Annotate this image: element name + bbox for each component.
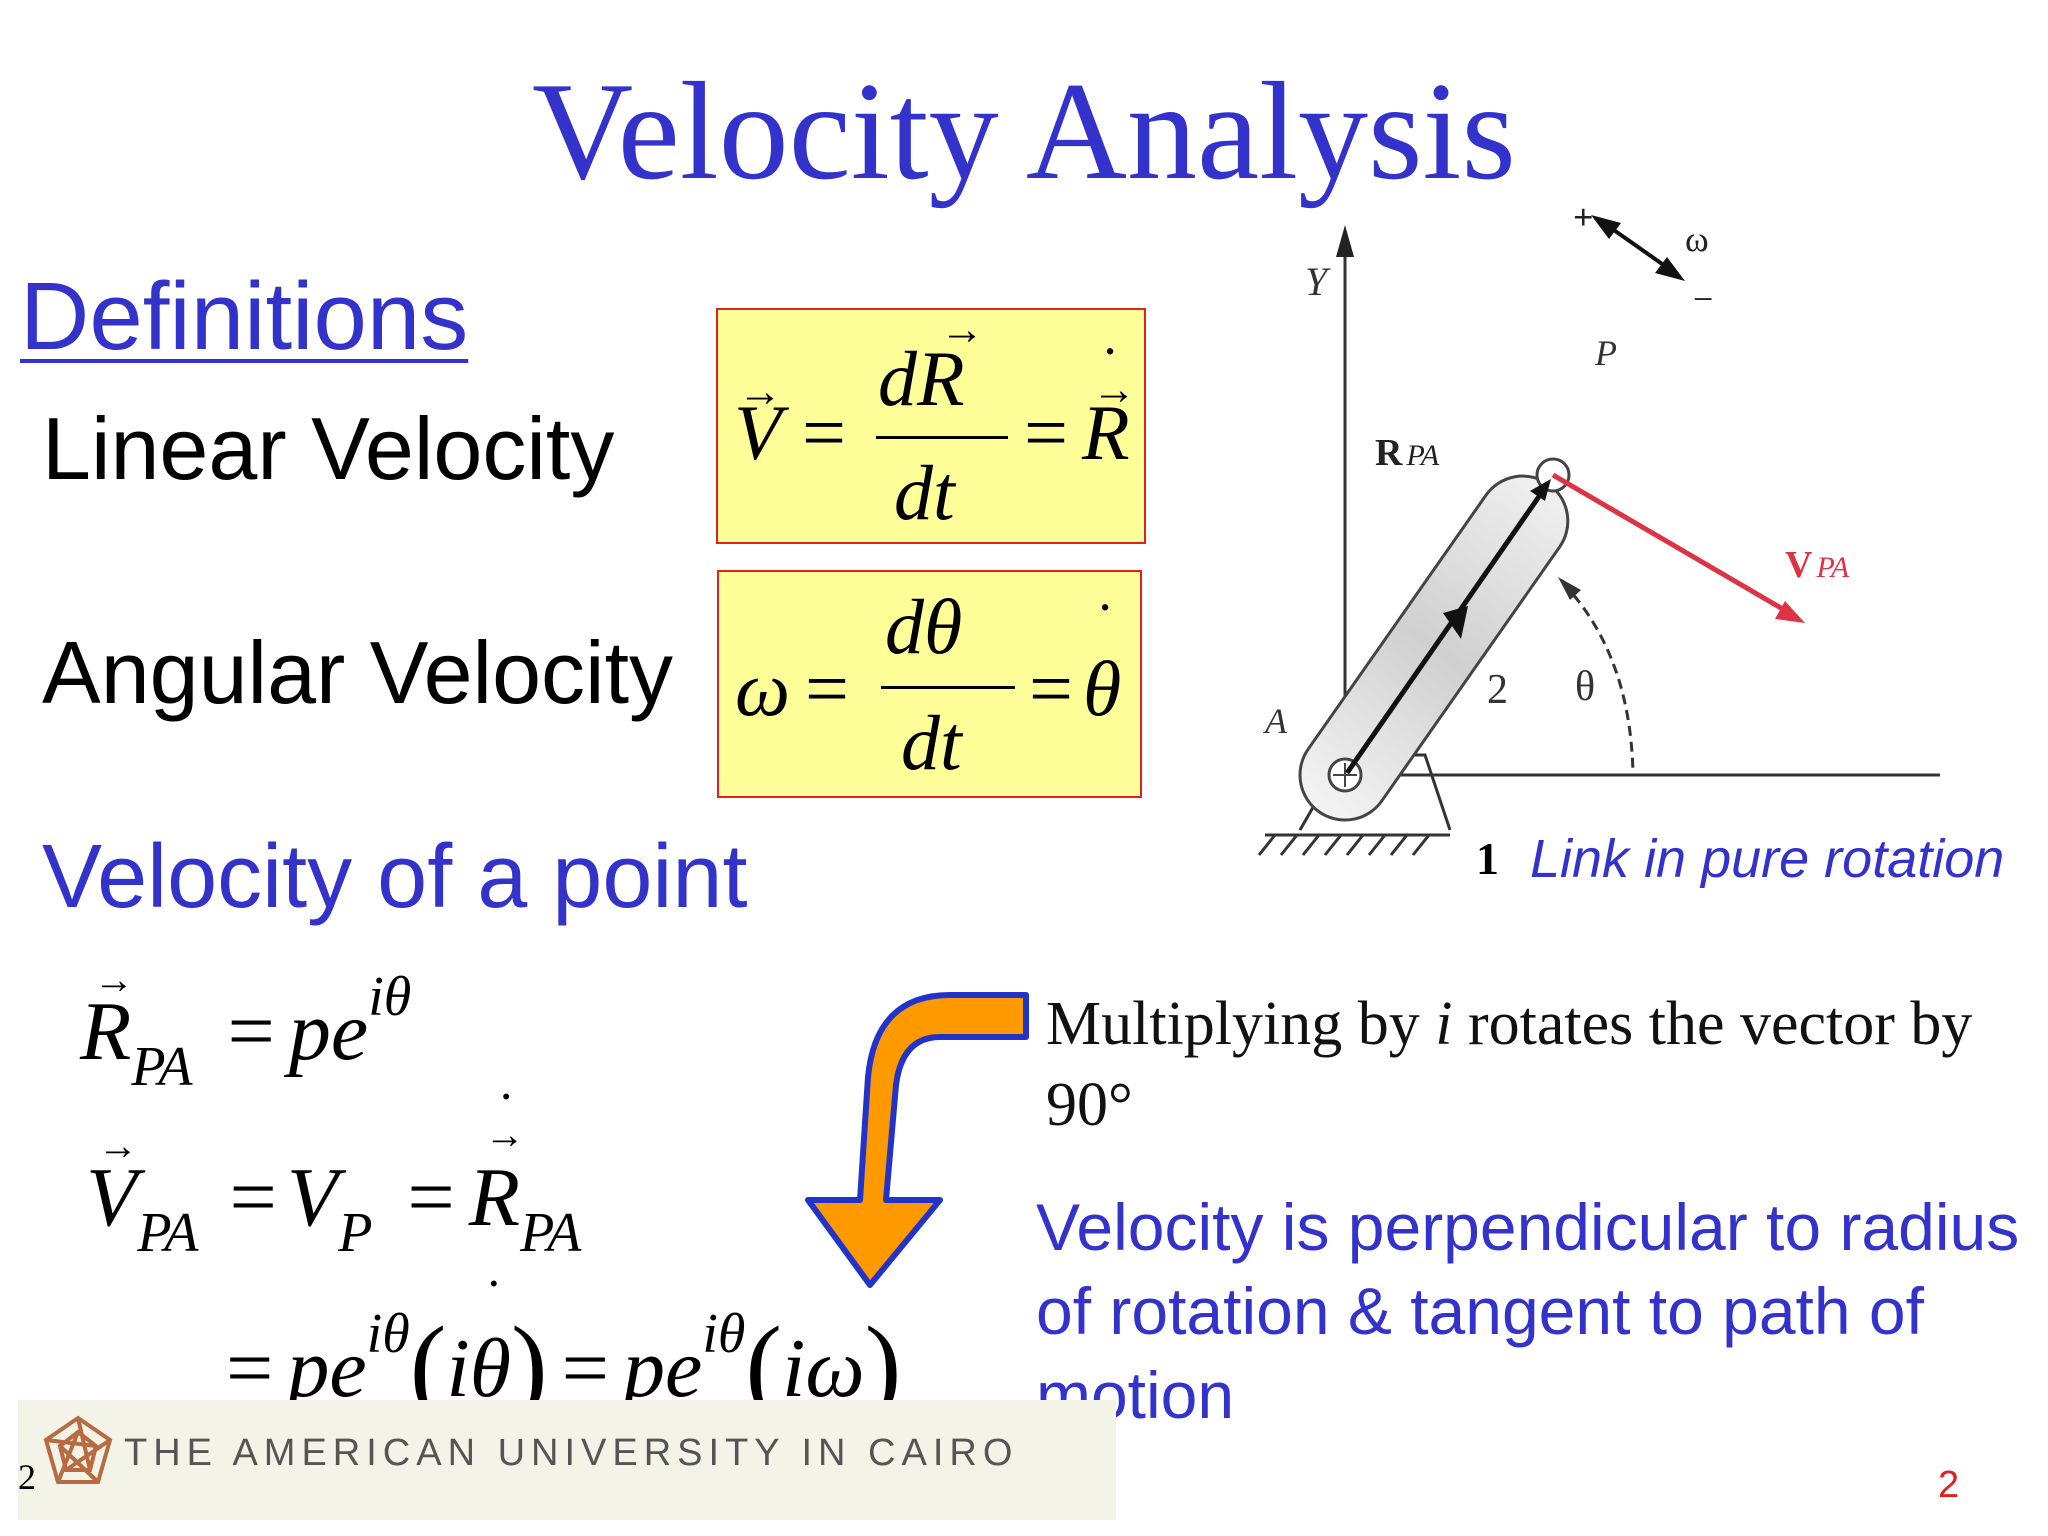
angular-velocity-label: Angular Velocity [42,623,674,722]
vector-arrow-icon: → [484,1112,525,1157]
eq-superscript: iθ [366,1303,410,1365]
equals-sign: = [226,1322,274,1415]
velocity-vector-line [1551,472,1795,618]
slide-title: Velocity Analysis [532,54,1516,209]
omega-label: ω [1685,219,1709,259]
equals-sign: = [229,1151,277,1244]
link-number-label: 2 [1487,667,1508,713]
university-logo-icon [43,1415,113,1484]
vector-arrow-icon: → [940,305,984,354]
equals-sign: = [561,1322,610,1415]
velocity-of-point-heading: Velocity of a point [42,827,748,927]
equals-sign: = [227,985,275,1078]
linear-velocity-formula-box: → V = → dR dt = ˙ → R [716,308,1146,544]
rotation-note-pre: Multiplying by [1046,990,1436,1058]
eq-term: pe [288,985,369,1078]
svg-text:RPA: RPA [1375,432,1440,474]
ground-number-label: 1 [1476,833,1499,884]
time-derivative-dot: ˙ [484,1269,504,1331]
fraction-bar [881,686,1015,689]
y-axis-label: Y [1305,259,1331,304]
eq-term-wrapper: ˙iθ [446,1272,511,1415]
eq-term: R [80,985,132,1078]
position-vector-line [1344,483,1550,775]
formula-denominator: dt [901,699,962,786]
point-a-label: A [1263,701,1288,741]
rotation-note: Multiplying by i rotates the vector by 9… [1046,984,2026,1145]
eq-term-wrapper: ˙→R [468,1085,525,1244]
eq-term: pe [623,1322,703,1415]
r-vector-label: R [1375,432,1403,474]
eq-term: pe [287,1322,367,1415]
university-name: THE AMERICAN UNIVERSITY IN CAIRO [124,1432,1019,1474]
plus-sign: + [1573,197,1594,237]
position-equation: → RPA =peiθ [80,960,411,1096]
rotation-note-post: rotates the vector by 90° [1046,990,1973,1139]
formula-lhs: V [734,389,782,476]
rotation-note-i: i [1435,990,1453,1058]
eq-term: iω [782,1322,865,1415]
footer-slide-number: 2 [18,1457,36,1497]
time-derivative-dot: ˙ [1095,591,1115,657]
bent-arrow-icon [805,992,1029,1288]
velocity-arrowhead-icon [1775,601,1805,623]
velocity-equation: → VPA =VP =˙→RPA [86,1085,581,1261]
fraction-bar [876,436,1008,439]
eq-superscript: iθ [702,1303,746,1365]
point-p-label: P [1594,333,1617,373]
eq-subscript: PA [520,1202,582,1264]
vector-arrow-icon: → [98,1123,138,1168]
equals-sign: = [407,1151,455,1244]
eq-subscript: P [338,1202,373,1264]
v-vector-label: V [1785,544,1813,586]
figure-caption: Link in pure rotation [1530,829,2005,889]
minus-sign: − [1693,279,1713,319]
formula-numerator: dR [878,335,965,422]
eq-subscript: PA [137,1202,199,1264]
equals-sign: = [802,389,846,476]
vector-arrow-icon: → [738,367,782,416]
velocity-expansion-equation: =peiθ(˙iθ)=peiθ(iω) [226,1272,901,1420]
theta-arc [1561,581,1635,776]
svg-text:VPA: VPA [1785,544,1850,586]
page-number: 2 [1938,1464,1960,1506]
definitions-heading: Definitions [20,263,469,370]
equals-sign: = [805,645,849,732]
theta-label: θ [1575,664,1595,710]
equals-sign: = [1029,645,1073,732]
time-derivative-dot: ˙ [1100,335,1120,401]
formula-numerator: dθ [885,583,963,670]
formula-denominator: dt [894,449,955,536]
perpendicular-note: Velocity is perpendicular to radius of r… [1036,1190,2020,1432]
eq-term: iθ [446,1322,511,1415]
eq-term: R [468,1151,521,1244]
eq-term: V [286,1151,339,1244]
formula-lhs: ω [735,645,791,732]
formula-rhs: θ [1083,645,1122,732]
formula-rhs: R [1082,389,1130,476]
eq-term: V [86,1151,138,1244]
eq-subscript: PA [131,1036,193,1098]
r-vector-subscript: PA [1405,439,1439,472]
time-derivative-dot: ˙ [496,1082,516,1144]
eq-superscript: iθ [368,966,412,1028]
v-vector-subscript: PA [1815,551,1849,584]
equals-sign: = [1024,389,1068,476]
linear-velocity-label: Linear Velocity [42,399,615,498]
footer-banner [18,1400,1116,1520]
angular-velocity-formula-box: ω = dθ dt = ˙ θ [717,570,1142,798]
vector-arrow-icon: → [94,957,134,1002]
y-axis-arrowhead-icon [1336,225,1354,257]
vector-arrow-icon: → [1092,365,1136,414]
